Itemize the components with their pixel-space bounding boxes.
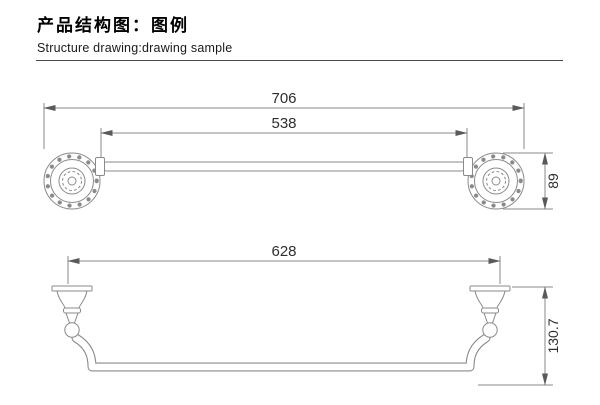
- dim-label-bar-length: 538: [271, 115, 296, 132]
- bracket-ball-finial: [64, 322, 80, 338]
- left-bracket: [51, 285, 93, 338]
- page-title-chinese: 产品结构图：图例: [37, 16, 189, 36]
- rosette-hub: [491, 176, 501, 186]
- right-rosette-flange: [467, 152, 525, 210]
- rosette-ornament-ring: [486, 171, 506, 191]
- rosette-dot-ring: [45, 154, 99, 208]
- bracket-top-plate: [51, 285, 93, 292]
- rosette-dot-ring: [469, 154, 523, 208]
- dim-rail-width: 628: [67, 243, 501, 284]
- bracket-collar: [481, 307, 499, 314]
- bracket-top-plate: [469, 285, 511, 292]
- rosette-medallion: [58, 167, 86, 195]
- right-bar-collar: [463, 157, 473, 176]
- bracket-bell: [56, 290, 88, 309]
- right-bracket: [469, 285, 511, 338]
- bracket-cone: [65, 312, 79, 324]
- rosette-inner-rim: [50, 159, 94, 203]
- dim-label-flange-height: 89: [545, 173, 561, 189]
- bracket-bell: [474, 290, 506, 309]
- dim-label-overall-width: 706: [271, 90, 296, 107]
- towel-bar: [101, 161, 467, 172]
- towel-rail-drawing: 628 130.7: [51, 243, 561, 386]
- dim-flange-height: 89: [503, 152, 561, 210]
- left-rosette-flange: [43, 152, 101, 210]
- rosette-medallion: [482, 167, 510, 195]
- bracket-collar: [63, 307, 81, 314]
- rosette-inner-rim: [474, 159, 518, 203]
- dim-bar-length: 538: [100, 115, 468, 158]
- dim-overall-width: 706: [43, 90, 525, 149]
- page-header: 产品结构图：图例 Structure drawing:drawing sampl…: [37, 11, 232, 55]
- left-bar-collar: [95, 157, 105, 176]
- rosette-hub: [67, 176, 77, 186]
- dim-label-rail-height: 130.7: [545, 318, 561, 353]
- rosette-outer-circle: [467, 152, 525, 210]
- shelf-rail-inner: [72, 334, 490, 371]
- dim-rail-height: 130.7: [478, 286, 561, 386]
- rosette-outer-circle: [43, 152, 101, 210]
- bracket-ball-finial: [482, 322, 498, 338]
- header-divider: [36, 60, 563, 61]
- rosette-ornament-ring: [62, 171, 82, 191]
- towel-bar-drawing: 706 538 89: [43, 90, 561, 210]
- page-subtitle-english: Structure drawing:drawing sample: [37, 41, 233, 55]
- shelf-rail-outline: [71, 333, 491, 372]
- dim-label-rail-width: 628: [271, 243, 296, 260]
- bracket-cone: [483, 312, 497, 324]
